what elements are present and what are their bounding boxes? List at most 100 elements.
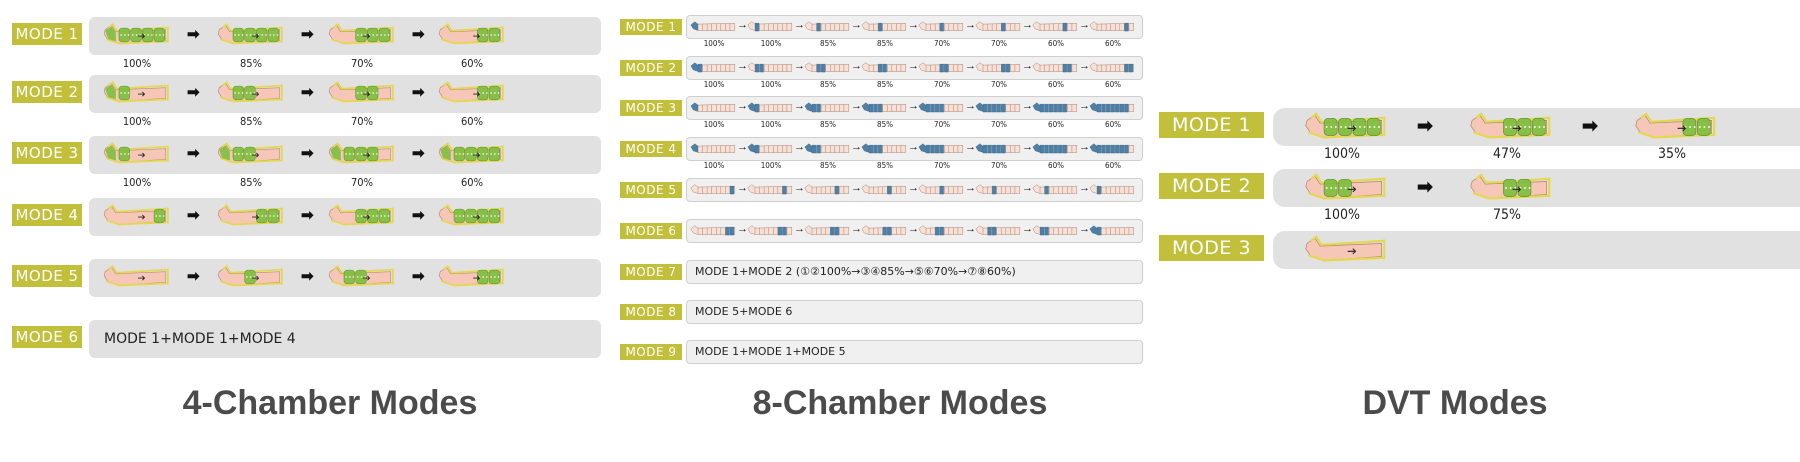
arm-sleeve-icon: [975, 143, 1020, 154]
pressure-label: 100%: [1323, 207, 1360, 223]
arm-sleeve-icon: [690, 62, 735, 73]
dvt-title: DVT Modes: [1362, 384, 1548, 422]
arm-sleeve-icon: [804, 143, 849, 154]
arrow-right-icon: →: [1079, 182, 1090, 194]
mode-badge: MODE 3: [620, 100, 682, 116]
arm-step: [804, 17, 852, 36]
arrow-right-icon: →: [908, 141, 919, 153]
pressure-label: 47%: [1493, 146, 1521, 162]
arrow-right-icon: ➡: [412, 84, 425, 101]
arm-step: [1032, 17, 1080, 36]
pressure-label: 70%: [934, 80, 950, 89]
mode-badge: MODE 5: [12, 265, 82, 287]
arrow-right-icon: →: [965, 60, 976, 72]
arm-step: [975, 221, 1023, 240]
arrow-right-icon: ➡: [412, 268, 425, 285]
arm-sleeve-icon: [918, 21, 963, 32]
combo-text: MODE 5+MODE 6: [695, 305, 793, 318]
arm-sleeve-icon: [804, 21, 849, 32]
eight-chamber-panel: MODE 1→100%→100%→85%→85%→70%→70%→60%60%M…: [610, 0, 1150, 462]
pressure-label: 100%: [122, 115, 152, 128]
arrow-right-icon: →: [794, 60, 805, 72]
pressure-label: 85%: [240, 176, 262, 189]
arm-sleeve-icon: [975, 225, 1020, 236]
leg-sleeve-icon: [328, 23, 394, 45]
pressure-label: 70%: [991, 80, 1007, 89]
arrow-right-icon: ➡: [1582, 116, 1598, 137]
pressure-label: 60%: [461, 57, 483, 70]
arrow-right-icon: →: [1079, 100, 1090, 112]
pressure-label: 85%: [877, 80, 893, 89]
pressure-label: 60%: [1048, 161, 1064, 170]
arm-sleeve-icon: [747, 62, 792, 73]
arm-sleeve-icon: [861, 62, 906, 73]
arrow-right-icon: →: [794, 100, 805, 112]
mode-badge: MODE 6: [620, 223, 682, 239]
pressure-label: 100%: [703, 39, 725, 48]
arm-sleeve-icon: [804, 184, 849, 195]
arm-step: [1032, 180, 1080, 199]
arm-sleeve-icon: [861, 102, 906, 113]
mode-bar: [686, 96, 1143, 120]
arrow-right-icon: ➡: [412, 26, 425, 43]
pressure-label: 75%: [1493, 207, 1521, 223]
arm-sleeve-icon: [747, 184, 792, 195]
arm-sleeve-icon: [1032, 143, 1077, 154]
arm-step: [690, 139, 738, 158]
pressure-label: 100%: [760, 120, 782, 129]
dvt-leg-sleeve-icon: [1635, 112, 1716, 139]
arrow-right-icon: →: [965, 182, 976, 194]
leg-step: [1462, 110, 1558, 144]
arrow-right-icon: ➡: [187, 84, 200, 101]
pressure-label: 60%: [1048, 80, 1064, 89]
dvt-leg-sleeve-icon: [1470, 173, 1551, 200]
leg-step: [327, 262, 395, 292]
leg-sleeve-icon: [103, 81, 169, 103]
pressure-label: 70%: [991, 39, 1007, 48]
leg-sleeve-icon: [103, 265, 169, 287]
arm-sleeve-icon: [747, 21, 792, 32]
leg-sleeve-icon: [217, 81, 283, 103]
arm-sleeve-icon: [861, 143, 906, 154]
arrow-right-icon: ➡: [301, 268, 314, 285]
leg-step: [437, 139, 505, 169]
four-chamber-title: 4-Chamber Modes: [182, 384, 478, 422]
arm-step: [804, 58, 852, 77]
arrow-right-icon: →: [737, 100, 748, 112]
leg-step: [102, 139, 170, 169]
pressure-label: 100%: [703, 120, 725, 129]
arm-sleeve-icon: [1089, 62, 1134, 73]
arm-step: [975, 98, 1023, 117]
leg-sleeve-icon: [328, 81, 394, 103]
arrow-right-icon: →: [1022, 182, 1033, 194]
arm-step: [861, 58, 909, 77]
arm-step: [918, 221, 966, 240]
pressure-label: 100%: [1323, 146, 1360, 162]
arrow-right-icon: ➡: [301, 145, 314, 162]
arm-step: [1032, 139, 1080, 158]
arm-sleeve-icon: [804, 62, 849, 73]
pressure-label: 35%: [1658, 146, 1686, 162]
leg-step: [437, 78, 505, 108]
arrow-right-icon: ➡: [412, 207, 425, 224]
mode-badge: MODE 2: [12, 81, 82, 103]
arrow-right-icon: →: [794, 19, 805, 31]
arrow-right-icon: →: [737, 141, 748, 153]
arrow-right-icon: →: [851, 223, 862, 235]
arm-step: [1032, 58, 1080, 77]
mode-badge: MODE 7: [620, 264, 682, 280]
leg-sleeve-icon: [438, 142, 504, 164]
arrow-right-icon: →: [851, 141, 862, 153]
pressure-label: 60%: [1105, 80, 1121, 89]
arrow-right-icon: ➡: [187, 26, 200, 43]
arm-step: [690, 180, 738, 199]
arrow-right-icon: →: [908, 60, 919, 72]
mode-bar: [686, 260, 1143, 284]
arrow-right-icon: →: [851, 182, 862, 194]
leg-step: [1627, 110, 1723, 144]
arm-sleeve-icon: [747, 143, 792, 154]
leg-step: [102, 78, 170, 108]
arm-step: [804, 98, 852, 117]
arrow-right-icon: →: [908, 19, 919, 31]
arm-sleeve-icon: [1089, 102, 1134, 113]
